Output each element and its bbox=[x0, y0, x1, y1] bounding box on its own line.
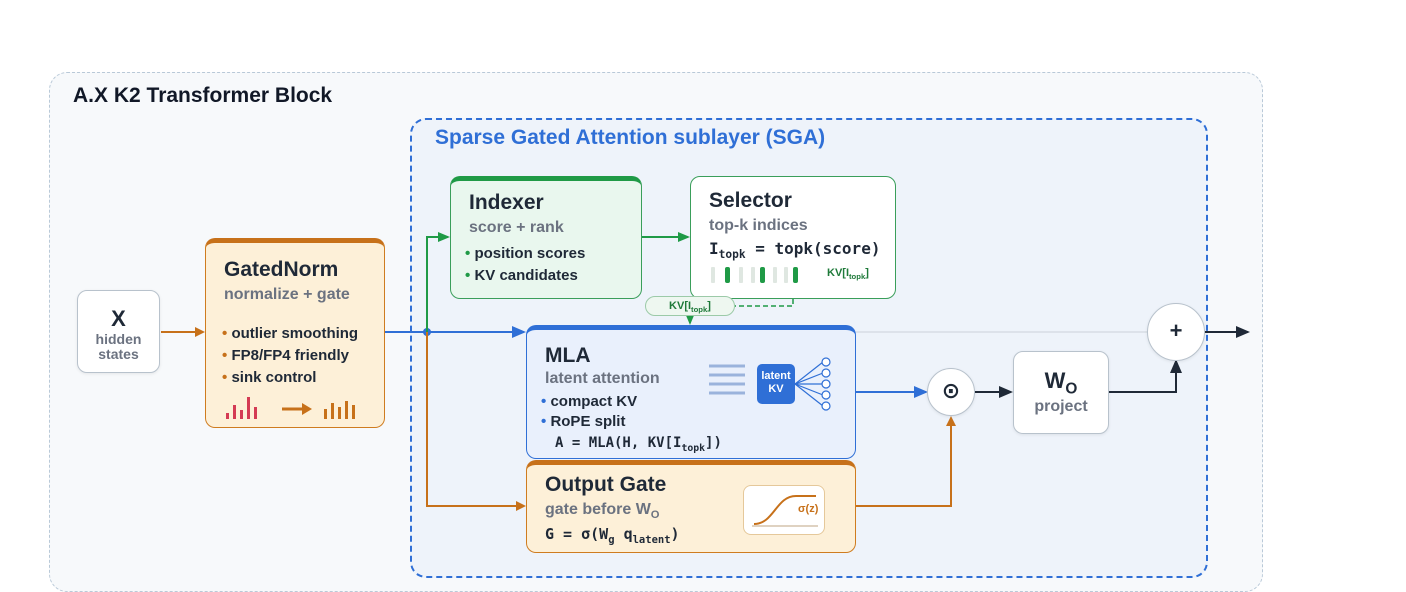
indexer-subtitle: score + rank bbox=[469, 219, 564, 236]
fan-out-icon bbox=[795, 357, 831, 411]
connection-wires bbox=[161, 232, 1250, 511]
output-gate-subtitle: gate before WO bbox=[545, 501, 660, 522]
mla-title: MLA bbox=[545, 344, 591, 367]
input-sub-2: states bbox=[98, 346, 139, 362]
topk-indices-icon bbox=[711, 267, 798, 283]
input-label: X bbox=[111, 306, 126, 331]
wire-to-indexer bbox=[426, 232, 450, 332]
selector-title: Selector bbox=[709, 189, 792, 212]
mla-subtitle: latent attention bbox=[545, 370, 660, 387]
indexer-bullets: • position scores • KV candidates bbox=[465, 243, 585, 287]
sga-title: Sparse Gated Attention sublayer (SGA) bbox=[435, 126, 826, 149]
gatednorm-bullets: • outlier smoothing • FP8/FP4 friendly •… bbox=[222, 323, 358, 389]
wo-projection-block: WO project bbox=[1013, 351, 1109, 434]
list-item: • compact KV bbox=[541, 393, 638, 410]
output-gate-formula: G = σ(Wg qlatent) bbox=[545, 525, 680, 546]
residual-add-node: + bbox=[1147, 303, 1205, 361]
wire-wo-to-add bbox=[1109, 359, 1182, 393]
sigmoid-label: σ(z) bbox=[798, 503, 819, 515]
block-title: A.X K2 Transformer Block bbox=[73, 84, 333, 107]
list-item: • position scores bbox=[465, 245, 586, 262]
selector-block: Selector top-k indices Itopk = topk(scor… bbox=[690, 176, 896, 299]
mla-formula: A = MLA(H, KV[Itopk]) bbox=[555, 435, 722, 454]
input-sub-1: hidden bbox=[95, 331, 142, 347]
gatednorm-subtitle: normalize + gate bbox=[224, 286, 350, 303]
smoothing-bars-icon bbox=[226, 397, 355, 419]
wo-title: WO bbox=[1044, 368, 1078, 398]
list-item: • RoPE split bbox=[541, 413, 626, 430]
wire-gate-to-hadamard bbox=[856, 416, 956, 507]
mla-bullets: • compact KV • RoPE split bbox=[541, 392, 637, 432]
output-gate-block: Output Gate gate before WO G = σ(Wg qlat… bbox=[526, 460, 856, 553]
sigmoid-icon: σ(z) bbox=[743, 485, 825, 535]
wo-subtitle: project bbox=[1034, 398, 1088, 416]
input-x-node: X hidden states bbox=[77, 290, 160, 373]
output-gate-title: Output Gate bbox=[545, 473, 667, 496]
gatednorm-title: GatedNorm bbox=[224, 258, 339, 281]
selector-formula: Itopk = topk(score) bbox=[709, 239, 881, 262]
selector-subtitle: top-k indices bbox=[709, 217, 808, 234]
indexer-title: Indexer bbox=[469, 191, 544, 214]
selector-kv-label: KV[Itopk] bbox=[827, 267, 869, 282]
list-item: • KV candidates bbox=[465, 267, 578, 284]
list-item: • sink control bbox=[222, 369, 317, 386]
indexer-block: Indexer score + rank • position scores •… bbox=[450, 176, 642, 299]
wire-selector-to-kv bbox=[735, 299, 794, 307]
hadamard-product-node: ⊙ bbox=[927, 368, 975, 416]
list-item: • outlier smoothing bbox=[222, 325, 359, 342]
hidden-lines-icon bbox=[709, 364, 745, 395]
mla-block: MLA latent attention • compact KV • RoPE… bbox=[526, 325, 856, 459]
list-item: • FP8/FP4 friendly bbox=[222, 347, 349, 364]
gatednorm-block: GatedNorm normalize + gate • outlier smo… bbox=[205, 238, 385, 428]
wire-to-output-gate bbox=[426, 332, 526, 511]
kv-topk-tag: KV[Itopk] bbox=[645, 296, 735, 316]
